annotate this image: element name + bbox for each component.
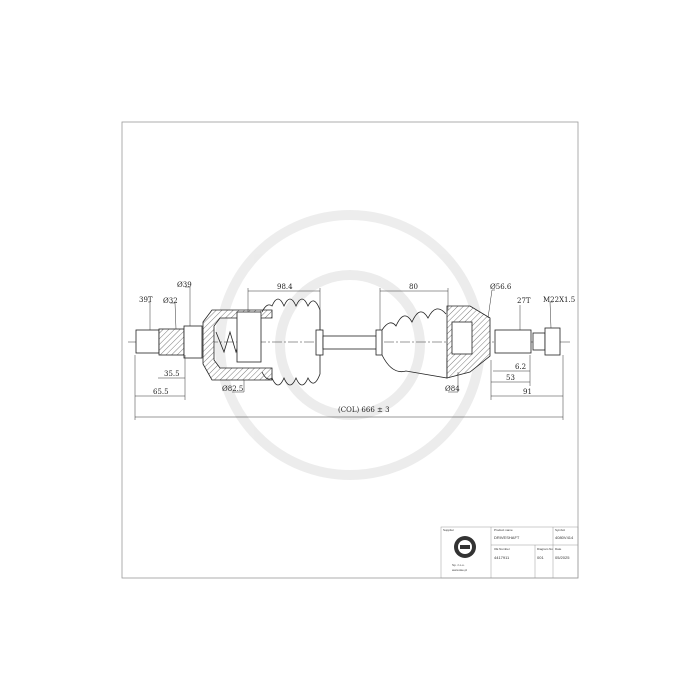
driveshaft (135, 298, 561, 386)
label-m22x1-5: M22X1.5 (543, 296, 575, 304)
supplier-address-1: Sp. z o.o. (452, 563, 465, 567)
product-name: DRIVESHAFT (494, 535, 520, 540)
left-stub (135, 329, 160, 354)
label-total-length: (COL) 666 ± 3 (338, 406, 390, 414)
label-80: 80 (409, 283, 418, 291)
shaft (322, 335, 378, 350)
label-6-2: 6.2 (515, 363, 526, 371)
right-stub (494, 329, 532, 354)
outer-boot (381, 308, 448, 379)
label-98-4: 98.4 (277, 283, 293, 291)
title-block (440, 526, 579, 579)
diagram-label: Diagram No (537, 547, 553, 551)
label-53: 53 (506, 374, 515, 382)
label-39t: 39T (139, 296, 153, 304)
left-spline (158, 328, 185, 356)
inner-boot (261, 298, 321, 386)
boot-clamp-right (375, 329, 383, 356)
product-name-label: Product name (494, 528, 513, 532)
label-65-5: 65.5 (153, 388, 169, 396)
label-91: 91 (523, 388, 532, 396)
label-d39: Ø39 (177, 281, 192, 289)
company-logo (454, 536, 476, 558)
dimension-labels: 39T Ø32 Ø39 98.4 80 Ø56.6 27T M22X1.5 35… (139, 281, 575, 414)
inner-joint-housing (202, 309, 273, 381)
supplier-label: Supplier (443, 528, 454, 532)
label-35-5: 35.5 (164, 370, 180, 378)
drawing-frame (121, 121, 579, 579)
oe-label: OE Number (494, 547, 510, 551)
thread (532, 332, 546, 351)
supplier-address-2: www.ske.pl (452, 568, 467, 572)
label-d84: Ø84 (445, 385, 460, 393)
label-d56-6: Ø56.6 (490, 283, 512, 291)
boot-clamp-left (315, 329, 324, 356)
symbol-label: Symbol (555, 528, 565, 532)
label-d82-5: Ø82.5 (222, 385, 243, 393)
nut (544, 327, 561, 356)
label-d32: Ø32 (163, 297, 178, 305)
oe-number: 4417911 (494, 555, 510, 560)
symbol: 4080V414 (555, 535, 574, 540)
label-27t: 27T (517, 297, 531, 305)
date-label: Date (555, 547, 562, 551)
date: 05/2025 (555, 555, 570, 560)
dimension-lines (134, 286, 564, 420)
diagram-number: 001 (537, 555, 544, 560)
tripod (236, 311, 262, 363)
